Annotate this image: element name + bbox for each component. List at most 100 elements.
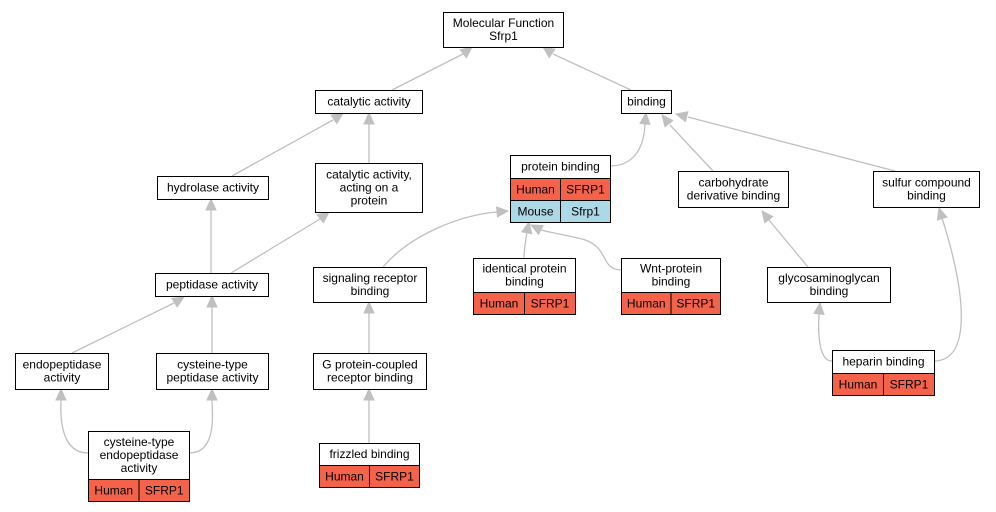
edge-signaling-to-protein-binding [382, 206, 510, 268]
edge-catalytic-protein-to-catalytic [363, 111, 375, 163]
arrowhead [55, 387, 67, 401]
node-label-line: peptidase activity [166, 371, 258, 385]
gene-cell [670, 292, 721, 315]
node-binding[interactable]: binding [621, 90, 672, 114]
node-box [155, 273, 269, 297]
edge-line [933, 217, 962, 362]
node-label-line: frizzled binding [329, 447, 409, 461]
arrowhead [206, 294, 218, 308]
arrowhead [171, 296, 186, 308]
node-label-line: protein [351, 194, 388, 208]
gene-label: SFRP1 [890, 378, 929, 392]
node-label-line: binding [505, 275, 544, 289]
gene-cell [138, 479, 190, 502]
node-label-line: carbohydrate [698, 176, 768, 190]
edge-line [71, 302, 175, 354]
node-label-line: glycosaminoglycan [778, 271, 879, 285]
edge-line [609, 123, 646, 167]
arrowhead [674, 111, 689, 123]
node-label-line: peptidase activity [166, 278, 258, 292]
node-box [678, 171, 789, 208]
edge-line [231, 119, 334, 177]
node-box [315, 90, 423, 114]
node-label-line: activity [44, 371, 81, 385]
node-label-line: acting on a [340, 181, 399, 195]
edge-line [669, 124, 714, 172]
edge-gpcr-to-signaling [363, 300, 375, 353]
node-hydrolase[interactable]: hydrolase activity [157, 176, 269, 200]
node-label-line: heparin binding [842, 355, 924, 369]
node-box [157, 176, 269, 200]
species-label: Human [839, 378, 878, 392]
arrowhead [363, 387, 375, 401]
node-label-line: binding [351, 284, 390, 298]
species-label: Human [480, 297, 519, 311]
gene-label: SFRP1 [566, 183, 605, 197]
node-box [873, 171, 980, 208]
node-box [313, 353, 427, 390]
arrowhead [330, 112, 344, 125]
edge-line [382, 211, 498, 268]
edge-protein-binding-to-binding [609, 111, 651, 167]
edge-line [687, 116, 896, 172]
node-label-line: binding [810, 284, 849, 298]
arrowhead [206, 387, 218, 401]
edge-peptidase-to-hydrolase [205, 197, 217, 273]
edge-line [391, 53, 464, 91]
edge-line [540, 229, 623, 271]
node-label-line: Wnt-protein [640, 262, 702, 276]
node-peptidase[interactable]: peptidase activity [155, 273, 269, 297]
node-label-line: binding [907, 189, 946, 203]
gene-cell [560, 200, 611, 223]
gene-label: SFRP1 [145, 484, 184, 498]
annotation-row-mouse: Mouse Sfrp1 [510, 200, 611, 223]
node-label-line: catalytic activity, [326, 168, 412, 182]
edge-hydrolase-to-catalytic [231, 112, 344, 177]
node-box [473, 258, 576, 293]
edge-cysteine-pep-to-peptidase [206, 294, 218, 353]
node-label-line: G protein-coupled [322, 358, 417, 372]
edge-wnt-to-protein-binding [529, 224, 623, 271]
species-label: Human [94, 484, 133, 498]
arrowhead [496, 206, 510, 218]
node-label-line: hydrolase activity [167, 181, 259, 195]
gene-label: Sfrp1 [571, 205, 600, 219]
node-box [621, 258, 721, 293]
node-label-line: sulfur compound [882, 176, 971, 190]
edge-endopep-to-peptidase [71, 296, 186, 354]
node-label-line: endopeptidase [100, 448, 179, 462]
edge-line [552, 53, 632, 91]
edge-carb-to-binding [661, 114, 714, 172]
node-label-line: cysteine-type [104, 435, 175, 449]
species-label: Mouse [517, 205, 553, 219]
arrowhead [529, 224, 544, 236]
node-label-line: signaling receptor [323, 271, 418, 285]
species-label: Human [325, 470, 364, 484]
edge-line [768, 219, 809, 268]
annotation-row-human: Human SFRP1 [832, 373, 935, 396]
node-label-line: activity [121, 461, 158, 475]
arrowhead [542, 46, 556, 59]
arrowhead [761, 210, 774, 224]
arrowhead [363, 111, 375, 125]
edge-binding-to-mf [542, 46, 632, 91]
node-catalytic[interactable]: catalytic activity [315, 90, 423, 114]
